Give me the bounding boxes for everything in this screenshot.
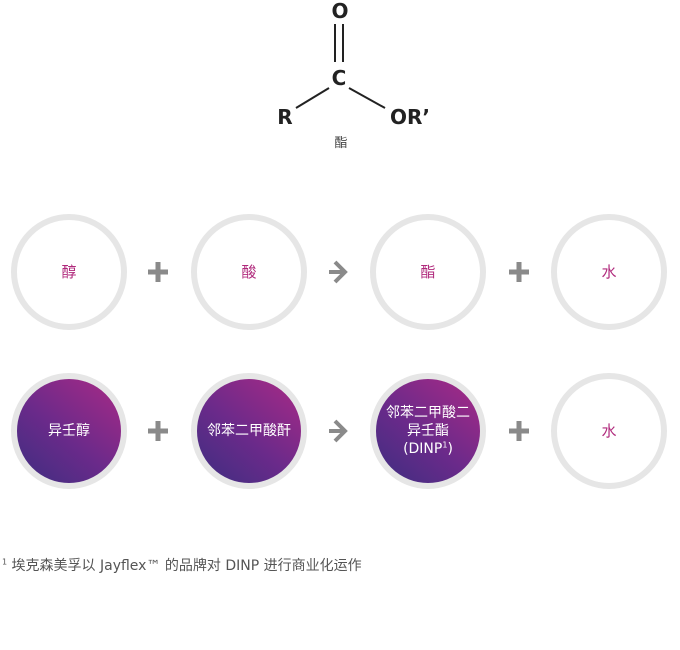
reactant-isononanol-label: 异壬醇: [48, 423, 90, 439]
reactant-phthalic-anhydride-circle: 邻苯二甲酸酐: [191, 373, 307, 489]
reactant-phthalic-anhydride-label: 邻苯二甲酸酐: [207, 423, 291, 439]
carbon-atom-label: C: [332, 66, 347, 90]
footnote-text: 埃克森美孚以 Jayflex™ 的品牌对 DINP 进行商业化运作: [7, 558, 362, 574]
product-water-label: 水: [601, 263, 617, 281]
structure-caption: 酯: [334, 136, 347, 151]
footnote-ref: 1: [442, 440, 448, 450]
reactant-acid-label: 酸: [241, 263, 257, 281]
product-dinp-close: ): [447, 441, 453, 457]
plus-icon: [146, 419, 170, 443]
reactant-alcohol-label: 醇: [61, 263, 77, 281]
product-dinp-line1: 邻苯二甲酸二: [386, 405, 470, 421]
product-dinp-abbrev: (DINP: [403, 441, 443, 457]
footnote-marker: 1: [2, 557, 8, 567]
oxygen-atom-label: O: [331, 0, 348, 23]
product-water-circle-2: 水: [551, 373, 667, 489]
product-dinp-line2: 异壬酯: [407, 423, 449, 439]
plus-icon: [507, 260, 531, 284]
reactant-acid-circle: 酸: [191, 214, 307, 330]
arrow-right-icon: [328, 260, 352, 284]
arrow-right-icon: [328, 419, 352, 443]
reactant-alcohol-circle: 醇: [11, 214, 127, 330]
plus-icon: [507, 419, 531, 443]
product-water-circle: 水: [551, 214, 667, 330]
bond-or: [348, 87, 386, 109]
or-group-label: OR’: [390, 105, 430, 129]
product-dinp-circle: 邻苯二甲酸二 异壬酯 (DINP1): [370, 373, 486, 489]
product-dinp-line3: (DINP1): [397, 440, 459, 458]
product-ester-circle: 酯: [370, 214, 486, 330]
product-ester-label: 酯: [420, 263, 436, 281]
product-dinp-label: 邻苯二甲酸二 异壬酯 (DINP1): [380, 404, 476, 458]
reactant-isononanol-circle: 异壬醇: [11, 373, 127, 489]
product-water-label-2: 水: [601, 422, 617, 440]
footnote: 1 埃克森美孚以 Jayflex™ 的品牌对 DINP 进行商业化运作: [2, 555, 362, 575]
plus-icon: [146, 260, 170, 284]
ester-structure-diagram: O C R OR’ 酯: [277, 0, 430, 151]
bond-r: [295, 87, 330, 109]
r-group-label: R: [277, 105, 292, 129]
